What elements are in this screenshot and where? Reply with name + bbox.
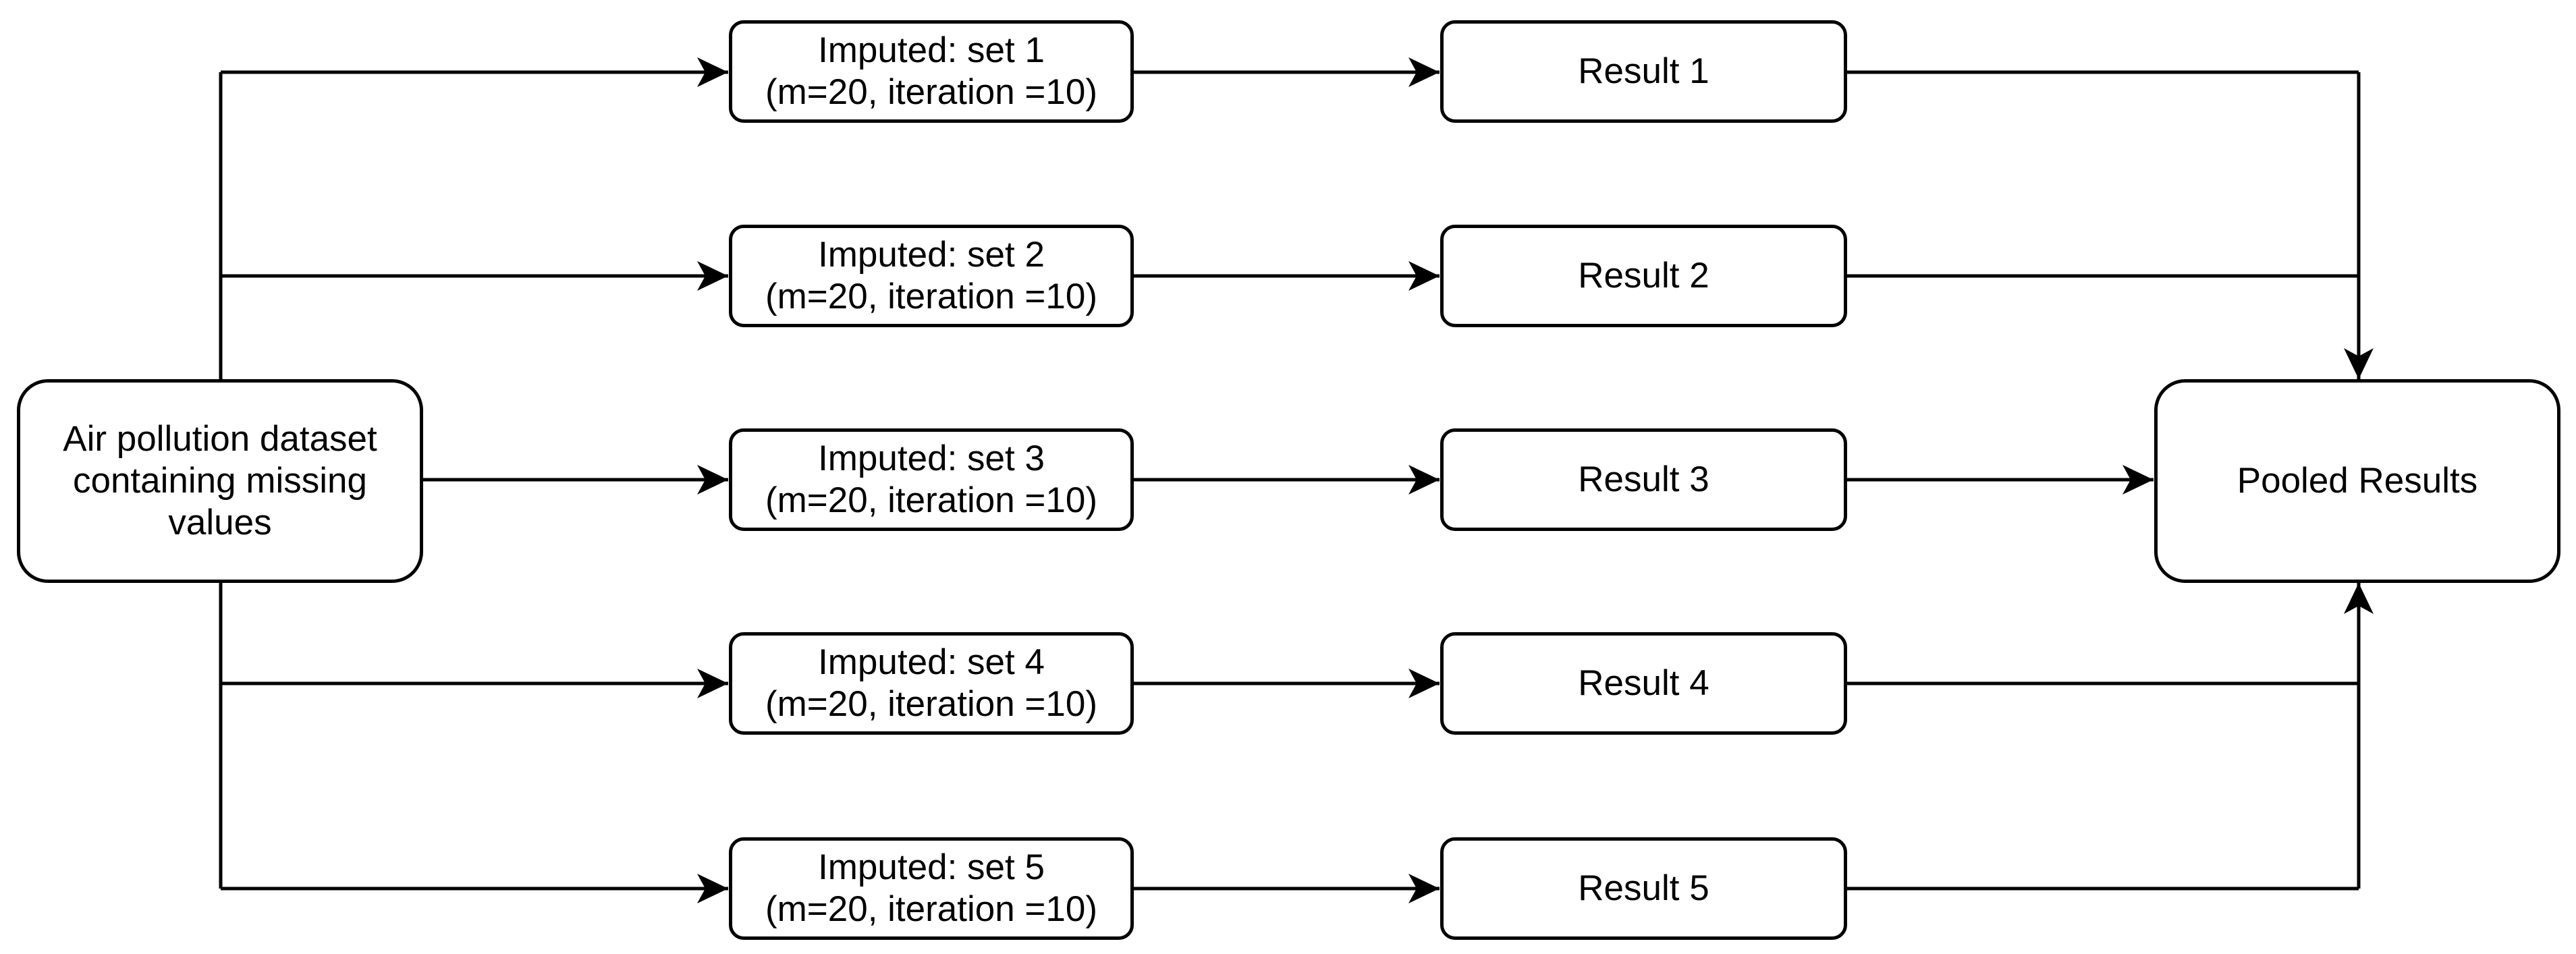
source-line-3: values <box>168 503 272 542</box>
source-line-2: containing missing <box>72 461 367 501</box>
imputed-set-params: (m=20, iteration =10) <box>765 277 1097 316</box>
imputed-set-params: (m=20, iteration =10) <box>765 72 1097 112</box>
pooled-results-node: Pooled Results <box>2154 379 2560 583</box>
imputed-set-params: (m=20, iteration =10) <box>765 480 1097 520</box>
imputed-set-params: (m=20, iteration =10) <box>765 684 1097 724</box>
imputed-set-node-5: Imputed: set 5 (m=20, iteration =10) <box>729 837 1134 940</box>
result-node-1: Result 1 <box>1440 20 1847 123</box>
source-dataset-node: Air pollution dataset containing missing… <box>17 379 423 583</box>
result-label: Result 4 <box>1578 663 1709 703</box>
imputed-set-title: Imputed: set 3 <box>818 439 1045 478</box>
result-node-2: Result 2 <box>1440 225 1847 327</box>
result-node-3: Result 3 <box>1440 428 1847 531</box>
result-label: Result 3 <box>1578 459 1709 499</box>
result-label: Result 1 <box>1578 51 1709 91</box>
result-label: Result 5 <box>1578 868 1709 908</box>
imputed-set-title: Imputed: set 1 <box>818 30 1045 70</box>
imputed-set-title: Imputed: set 2 <box>818 235 1045 275</box>
source-line-1: Air pollution dataset <box>63 419 377 459</box>
imputed-set-title: Imputed: set 5 <box>818 847 1045 887</box>
imputed-set-node-1: Imputed: set 1 (m=20, iteration =10) <box>729 20 1134 123</box>
pooled-label: Pooled Results <box>2237 461 2478 501</box>
result-node-5: Result 5 <box>1440 837 1847 940</box>
imputed-set-params: (m=20, iteration =10) <box>765 889 1097 929</box>
imputed-set-node-2: Imputed: set 2 (m=20, iteration =10) <box>729 225 1134 327</box>
result-label: Result 2 <box>1578 256 1709 296</box>
imputed-set-node-4: Imputed: set 4 (m=20, iteration =10) <box>729 632 1134 735</box>
result-node-4: Result 4 <box>1440 632 1847 735</box>
imputed-set-title: Imputed: set 4 <box>818 642 1045 682</box>
imputed-set-node-3: Imputed: set 3 (m=20, iteration =10) <box>729 428 1134 531</box>
